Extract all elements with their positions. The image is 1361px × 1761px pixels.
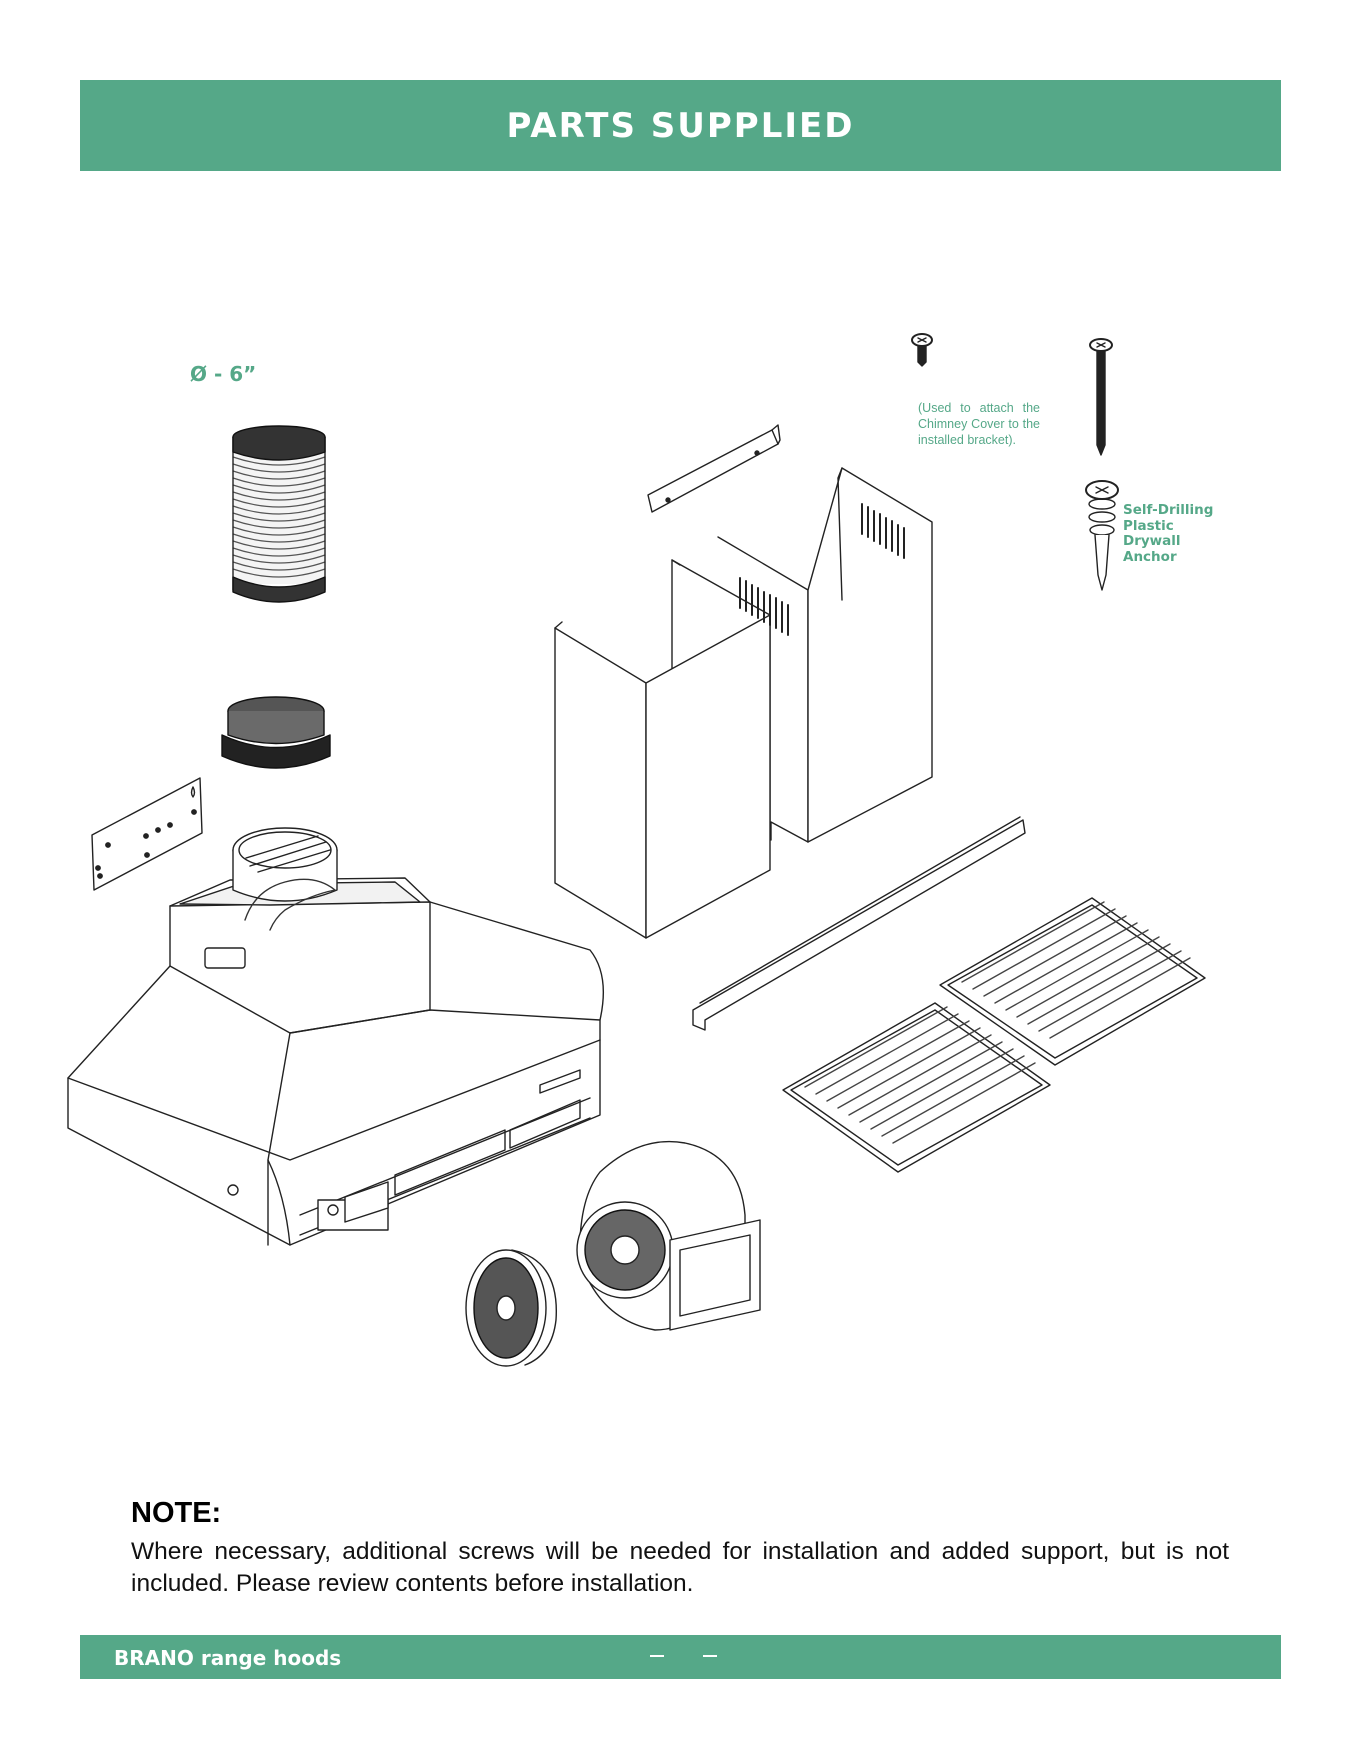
anchor-label-line: Anchor <box>1123 550 1233 566</box>
anchor-label: Self-Drilling Plastic Drywall Anchor <box>1123 503 1233 565</box>
blower-motor-drawing <box>577 1142 760 1330</box>
footer-bar: BRANO range hoods <box>80 1635 1281 1679</box>
footer-dash <box>650 1655 664 1657</box>
range-hood-drawing <box>68 828 603 1245</box>
anchor-label-line: Plastic <box>1123 519 1233 535</box>
flexible-duct-drawing <box>233 426 325 602</box>
duct-diameter-label: Ø - 6” <box>190 362 256 386</box>
short-screw-drawing <box>912 334 932 366</box>
chimney-cover-front-drawing <box>555 560 788 938</box>
anchor-label-line: Self-Drilling <box>1123 503 1233 519</box>
note-body: Where necessary, additional screws will … <box>131 1536 1229 1600</box>
drywall-anchor-drawing <box>1086 481 1118 590</box>
anchor-label-line: Drywall <box>1123 534 1233 550</box>
screw-note: (Used to attach the Chimney Cover to the… <box>918 400 1040 448</box>
carbon-filter-drawing <box>466 1250 556 1366</box>
mounting-plate-drawing <box>92 778 202 890</box>
footer-dash <box>703 1655 717 1657</box>
round-adapter-drawing <box>222 697 330 768</box>
long-screw-drawing <box>1090 339 1112 455</box>
footer-brand: BRANO range hoods <box>114 1646 341 1670</box>
note-heading: NOTE: <box>131 1497 221 1530</box>
small-bracket-drawing <box>648 425 780 512</box>
